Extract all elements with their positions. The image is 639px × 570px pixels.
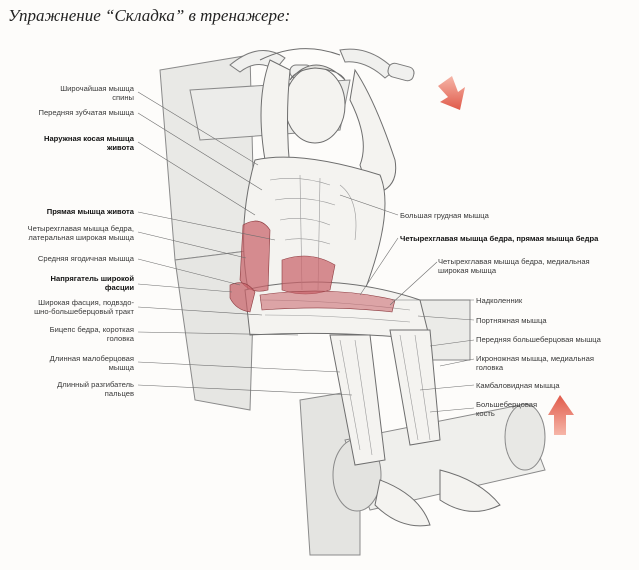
label-patella: Надколенник xyxy=(476,296,523,305)
label-rectus-abdominis: Прямая мышца живота xyxy=(46,207,134,216)
label-gluteus-medius: Средняя ягодичная мышца xyxy=(37,254,134,263)
label-rectus-femoris: Четырехглавая мышца бедра, прямая мышца … xyxy=(400,234,599,243)
label-vastus-lateralis: Четырехглавая мышца бедра,латеральная ши… xyxy=(27,224,134,243)
page-title: Упражнение “Складка” в тренажере: xyxy=(8,6,291,25)
label-pectoralis-major: Большая грудная мышца xyxy=(400,211,489,220)
label-tibialis-anterior: Передняя большеберцовая мышца xyxy=(476,335,601,344)
label-serratus-anterior: Передняя зубчатая мышца xyxy=(38,108,135,117)
arrow-up-icon xyxy=(548,395,574,435)
highlighted-muscles xyxy=(229,220,396,313)
label-iliotibial-tract: Широкая фасция, подвздо-шно-большеберцов… xyxy=(34,298,134,317)
label-soleus: Камбаловидная мышца xyxy=(476,381,560,390)
arrow-down-icon xyxy=(438,76,465,110)
label-sartorius: Портняжная мышца xyxy=(476,316,547,325)
leader-lines xyxy=(137,91,475,413)
